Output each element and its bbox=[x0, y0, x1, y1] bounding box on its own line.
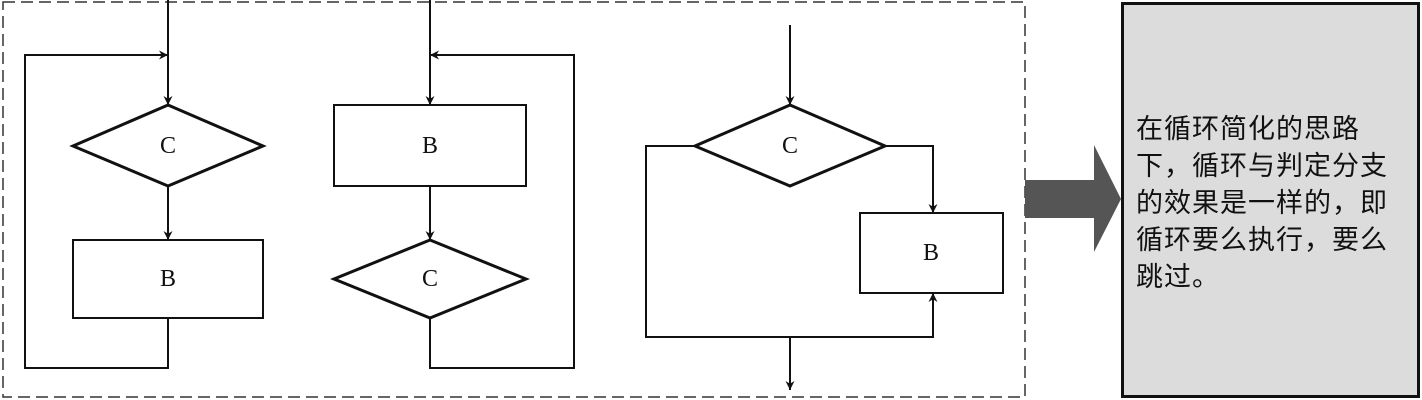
while-loopback-arrow bbox=[24, 50, 169, 369]
dowhile-body-label: B bbox=[422, 133, 438, 159]
while-condition-label: C bbox=[160, 133, 176, 159]
while-body-label: B bbox=[160, 266, 176, 292]
explanation-text: 在循环简化的思路 下，循环与判定分支 的效果是一样的，即 循环要么执行，要么 跳… bbox=[1136, 111, 1414, 296]
branch-true-arrow bbox=[885, 145, 938, 213]
big-right-arrow-icon bbox=[1025, 145, 1121, 252]
branch-condition-label: C bbox=[782, 133, 798, 159]
explanation-line: 跳过。 bbox=[1136, 262, 1220, 293]
dowhile-loopback-arrow bbox=[429, 50, 575, 369]
explanation-line: 的效果是一样的，即 bbox=[1136, 188, 1388, 219]
dashed-group-border bbox=[2, 1, 1026, 398]
dowhile-condition-label: C bbox=[422, 266, 438, 292]
explanation-line: 在循环简化的思路 bbox=[1136, 114, 1360, 145]
explanation-line: 下，循环与判定分支 bbox=[1136, 151, 1388, 182]
branch-body-label: B bbox=[923, 240, 939, 266]
branch-skip-arrow bbox=[645, 145, 938, 338]
explanation-box: 在循环简化的思路 下，循环与判定分支 的效果是一样的，即 循环要么执行，要么 跳… bbox=[1121, 2, 1420, 398]
explanation-line: 循环要么执行，要么 bbox=[1136, 225, 1388, 256]
branch-condition-diamond bbox=[691, 103, 889, 188]
